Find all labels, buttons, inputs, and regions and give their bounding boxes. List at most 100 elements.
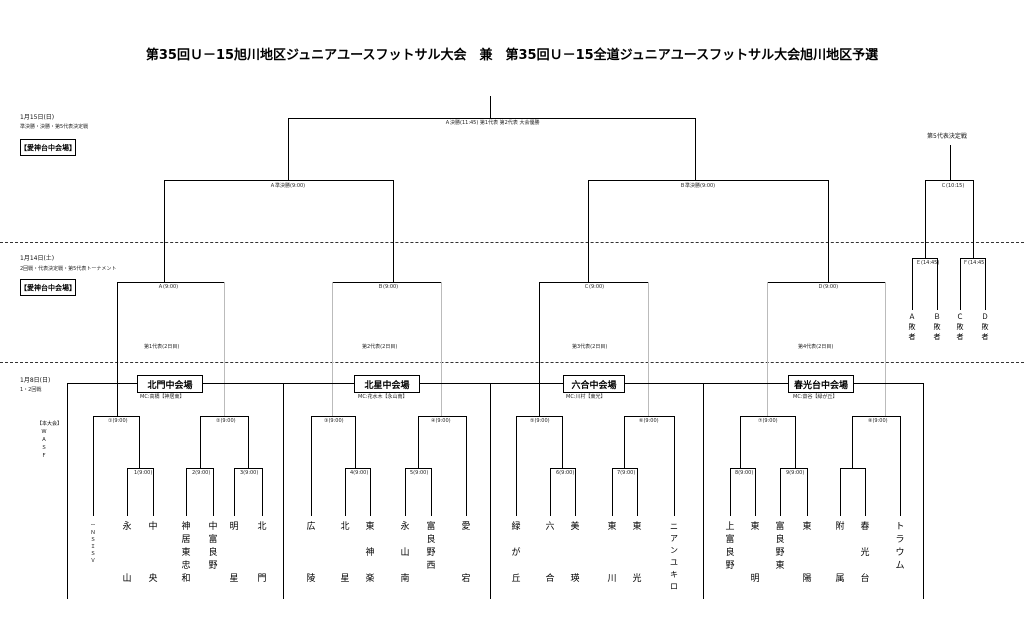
- bracket-line: [539, 282, 648, 283]
- venue-frame: [923, 383, 924, 599]
- bracket-line: [262, 468, 263, 516]
- r1-label: ③(9:00): [324, 418, 344, 424]
- team-name: 富 良 野 西: [426, 522, 436, 571]
- r2-label: Ｄ(9:00): [818, 284, 839, 290]
- bracket-line: [674, 416, 675, 516]
- r0-label: 8(9:00): [735, 470, 754, 476]
- bracket-line: [612, 468, 613, 516]
- r0-label: 3(9:00): [240, 470, 259, 476]
- venue-frame: [490, 383, 491, 599]
- rep-label: 第2代表(2日目): [362, 344, 398, 350]
- separator: [0, 362, 1024, 363]
- r1-label: ④(9:00): [431, 418, 451, 424]
- team-name: 広 陵: [306, 522, 316, 584]
- bracket-line: [900, 416, 901, 516]
- day3-date: 1月8日(日): [20, 377, 51, 384]
- team-name: 附 属: [835, 522, 845, 584]
- bracket-line: [624, 416, 674, 417]
- team-name: 東 明: [750, 522, 760, 584]
- bracket-line: [93, 416, 94, 516]
- bracket-line: [795, 416, 796, 468]
- team-name: 永 山 南: [400, 522, 410, 584]
- bracket-line: [213, 468, 214, 516]
- bracket-line: [637, 468, 638, 516]
- final-label: Ａ決勝(11:45) 第1代表 第2代表 大会優勝: [445, 120, 540, 126]
- bracket-line: [575, 468, 576, 516]
- bracket-line: [431, 468, 432, 516]
- r0-label: 4(9:00): [350, 470, 369, 476]
- bracket-line: [885, 282, 886, 416]
- bracket-line: [740, 416, 741, 468]
- bracket-line: [648, 282, 649, 416]
- r2-label: Ｃ(9:00): [584, 284, 605, 290]
- team-name: 中 富 良 野: [208, 522, 218, 571]
- team-name: 東 川: [607, 522, 617, 584]
- bracket-line: [200, 416, 201, 468]
- bracket-line: [332, 282, 333, 416]
- bracket-line: [912, 258, 937, 259]
- bracket-line: [345, 468, 370, 469]
- team-name: 富 良 野 東: [775, 522, 785, 571]
- r0-label: 7(9:00): [617, 470, 636, 476]
- bracket-line: [985, 258, 986, 310]
- loser-label: Ａ 敗 者: [908, 313, 916, 341]
- team-name: 永 山: [122, 522, 132, 584]
- bracket-line: [755, 468, 756, 516]
- sf-right-label: Ｂ準決勝(9:00): [680, 183, 716, 189]
- bracket-line: [418, 416, 466, 417]
- venue-box: 六合中会場: [563, 375, 625, 393]
- fifth-match-label: Ｃ(10:15): [941, 183, 965, 189]
- bracket-line: [288, 118, 695, 119]
- bracket-line: [767, 282, 768, 416]
- r1-label: ⑧(9:00): [868, 418, 888, 424]
- bracket-line: [960, 258, 961, 310]
- r0-label: 1(9:00): [134, 470, 153, 476]
- day2-venue: 【愛神台中会場】: [20, 279, 76, 296]
- loser-label: Ｂ 敗 者: [933, 313, 941, 341]
- bracket-line: [730, 468, 755, 469]
- r0-label: 5(9:00): [410, 470, 429, 476]
- bracket-line: [224, 282, 225, 416]
- day1-venue: 【愛神台中会場】: [20, 139, 76, 156]
- bracket-line: [624, 416, 625, 468]
- bracket-line: [852, 416, 900, 417]
- bracket-line: [852, 416, 853, 468]
- bracket-line: [550, 468, 551, 516]
- side-note: 【本大会】 Ｗ Ａ Ｓ Ｆ: [37, 421, 63, 459]
- sf-left-label: Ａ準決勝(9:00): [270, 183, 306, 189]
- bracket-line: [539, 282, 540, 416]
- bracket-line: [441, 282, 442, 416]
- team-name: 六 合: [545, 522, 555, 584]
- rep-label: 第4代表(2日目): [798, 344, 834, 350]
- team-name: 北 星: [340, 522, 350, 584]
- bracket-line: [418, 416, 419, 468]
- day2-date: 1月14日(土): [20, 255, 55, 262]
- bracket-line: [828, 180, 829, 282]
- bracket-line: [740, 416, 795, 417]
- bracket-line: [767, 282, 885, 283]
- venue-frame: [703, 383, 704, 599]
- bracket-line: [370, 468, 371, 516]
- bracket-line: [950, 145, 951, 180]
- bracket-line: [93, 416, 139, 417]
- bracket-line: [186, 468, 187, 516]
- bracket-line: [730, 468, 731, 516]
- team-name: 春 光 台: [860, 522, 870, 584]
- day3-note: 1・2回戦: [20, 387, 42, 393]
- bracket-line: [345, 468, 346, 516]
- bracket-line: [925, 180, 926, 258]
- bracket-line: [807, 468, 808, 516]
- r2-label: Ａ(9:00): [158, 284, 179, 290]
- bracket-line: [139, 416, 140, 468]
- day1-note: 準決勝・決勝・第5代表決定戦: [20, 124, 89, 130]
- bracket-line: [588, 180, 828, 181]
- bracket-line: [117, 282, 224, 283]
- r1-label: ②(9:00): [216, 418, 236, 424]
- bracket-line: [840, 468, 841, 516]
- bracket-line: [865, 468, 866, 516]
- team-name: 緑 が 丘: [511, 522, 521, 584]
- bracket-line: [466, 416, 467, 516]
- r1-label: ⑤(9:00): [530, 418, 550, 424]
- venue-frame: [283, 383, 284, 599]
- r2-label: Ｂ(9:00): [378, 284, 399, 290]
